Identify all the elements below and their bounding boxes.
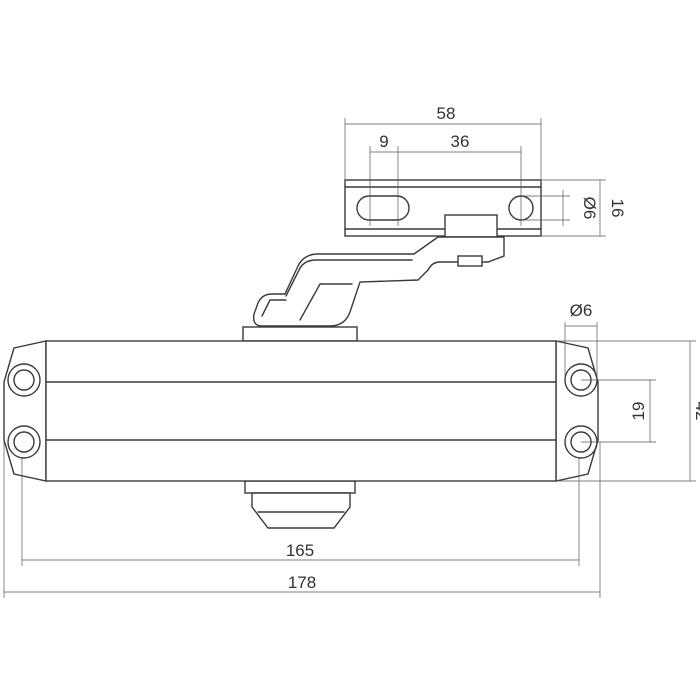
mounting-hole-bottom-left	[7, 425, 41, 459]
bracket-slot	[356, 195, 410, 221]
dim-label-9: 9	[379, 132, 388, 151]
dim-label-16: 16	[608, 199, 627, 218]
dimension-lines	[3, 118, 696, 598]
dim-label-165: 165	[286, 541, 314, 560]
dim-label-body-hole-diameter: Ø6	[570, 301, 593, 320]
dim-label-bracket-hole-diameter: Ø6	[580, 197, 599, 220]
dim-label-42: 42	[692, 402, 700, 421]
dim-label-36: 36	[451, 132, 470, 151]
mounting-bracket	[344, 179, 542, 238]
mounting-hole-top-left	[7, 363, 41, 397]
dim-label-58: 58	[437, 104, 456, 123]
closer-body	[3, 326, 599, 529]
dim-label-178: 178	[288, 573, 316, 592]
closer-arm	[252, 236, 505, 327]
dim-label-19: 19	[629, 402, 648, 421]
